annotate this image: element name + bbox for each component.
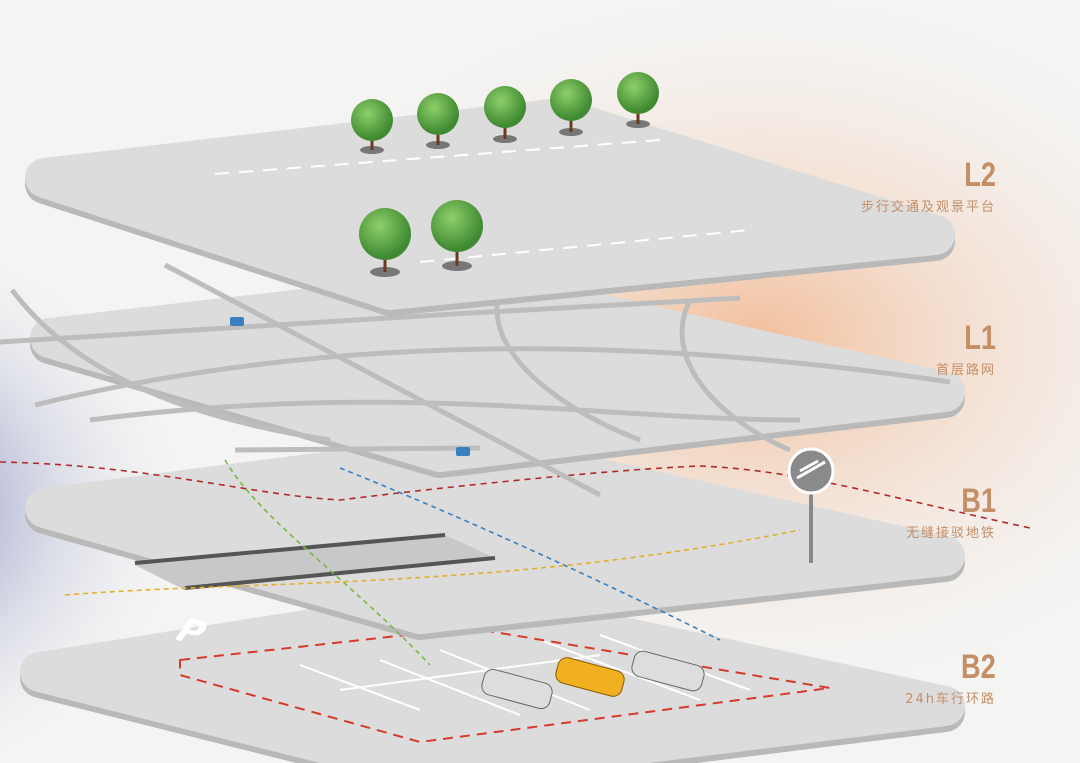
- metro-sign-icon: [787, 447, 835, 563]
- metro-yellow-line: [64, 529, 801, 596]
- parking-sign-icon: [456, 447, 470, 456]
- parking-lines: [299, 634, 751, 716]
- parking-sign-icon: [230, 317, 244, 326]
- layer-description: 首层路网: [935, 363, 996, 378]
- tree-icon: [417, 93, 459, 149]
- layer-description: 无缝接驳地铁: [905, 526, 996, 541]
- layer-code: B1: [961, 482, 996, 520]
- layer-description: 步行交通及观景平台: [860, 200, 996, 215]
- layer-description: 24h车行环路: [905, 692, 996, 707]
- tree-icon: [431, 200, 483, 271]
- layer-code: L2: [964, 156, 996, 194]
- road-network: [0, 262, 951, 498]
- metro-green-line: [224, 459, 431, 666]
- layer-code: L1: [964, 319, 996, 357]
- tree-icon: [550, 79, 592, 136]
- layer-label-b1: B1 无缝接驳地铁: [906, 484, 996, 541]
- layer-l1: [0, 262, 965, 498]
- car-icon: [631, 650, 705, 692]
- metro-blue-line: [339, 467, 721, 641]
- car-icon: [481, 668, 553, 710]
- layer-label-b2: B2 24h车行环路: [905, 650, 996, 707]
- car-icon: [555, 657, 625, 697]
- tree-icon: [359, 208, 411, 277]
- layer-code: B2: [961, 648, 996, 686]
- rail-track: [134, 533, 496, 590]
- layer-label-l2: L2 步行交通及观景平台: [861, 158, 996, 215]
- tree-icon: [617, 72, 659, 128]
- layer-l2: [25, 72, 955, 316]
- layer-b1: [0, 432, 1031, 666]
- layer-label-l1: L1 首层路网: [936, 321, 996, 378]
- tree-icon: [351, 99, 393, 154]
- layer-b2: P: [20, 584, 965, 763]
- tree-icon: [484, 86, 526, 143]
